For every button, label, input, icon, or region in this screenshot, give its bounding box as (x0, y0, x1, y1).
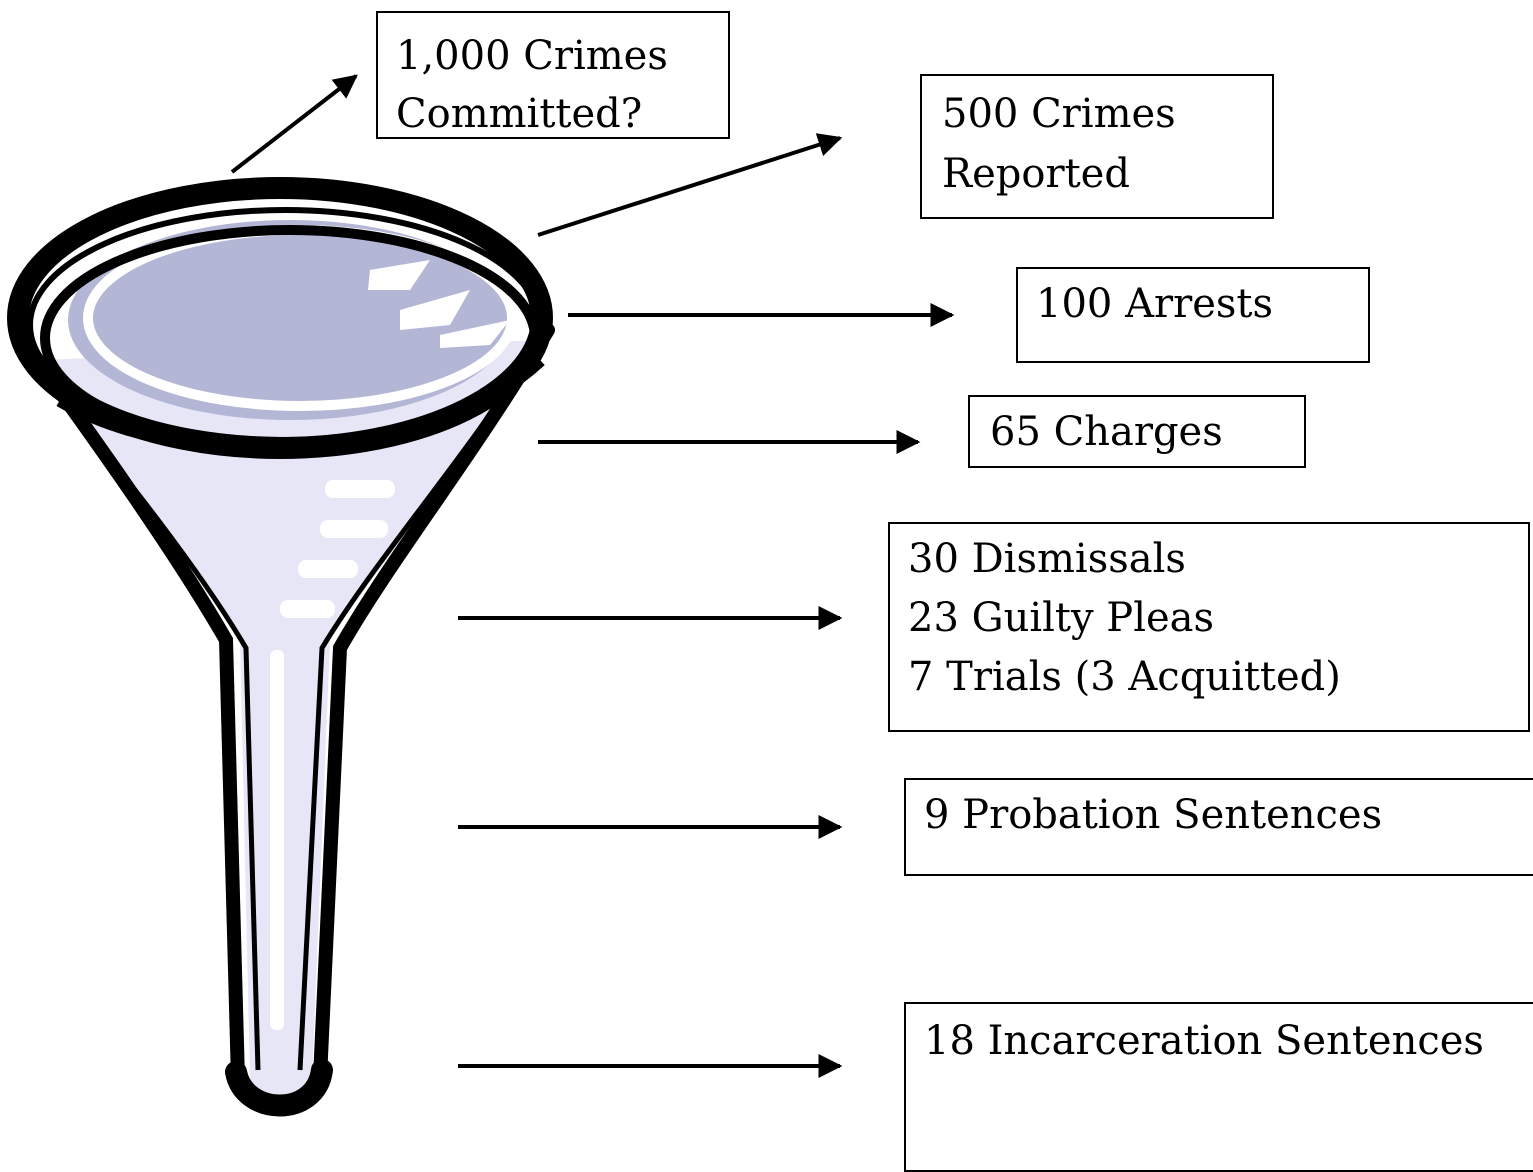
stage-box-probation: 9 Probation Sentences (904, 778, 1533, 876)
stage-box-charges: 65 Charges (968, 395, 1306, 468)
stage-box-committed: 1,000 Crimes Committed? (376, 11, 730, 139)
arrow-reported (537, 133, 843, 237)
bowl-highlights (368, 260, 510, 348)
stage-box-incarceration: 18 Incarceration Sentences (904, 1002, 1533, 1172)
stage-box-reported: 500 Crimes Reported (920, 74, 1274, 219)
funnel-highlights (270, 480, 395, 1030)
funnel-icon (7, 177, 555, 1117)
funnel-rim-mid (27, 207, 543, 443)
stage-box-arrests: 100 Arrests (1016, 267, 1370, 363)
funnel-cone-left-outline-2 (46, 378, 261, 1071)
stage-box-dispositions: 30 Dismissals 23 Guilty Pleas 7 Trials (… (888, 522, 1530, 732)
funnel-rim-bottom-stroke (56, 354, 545, 456)
stage-arrows (230, 74, 955, 1078)
funnel-spout-bottom (225, 1059, 333, 1117)
arrow-committed (230, 74, 358, 174)
